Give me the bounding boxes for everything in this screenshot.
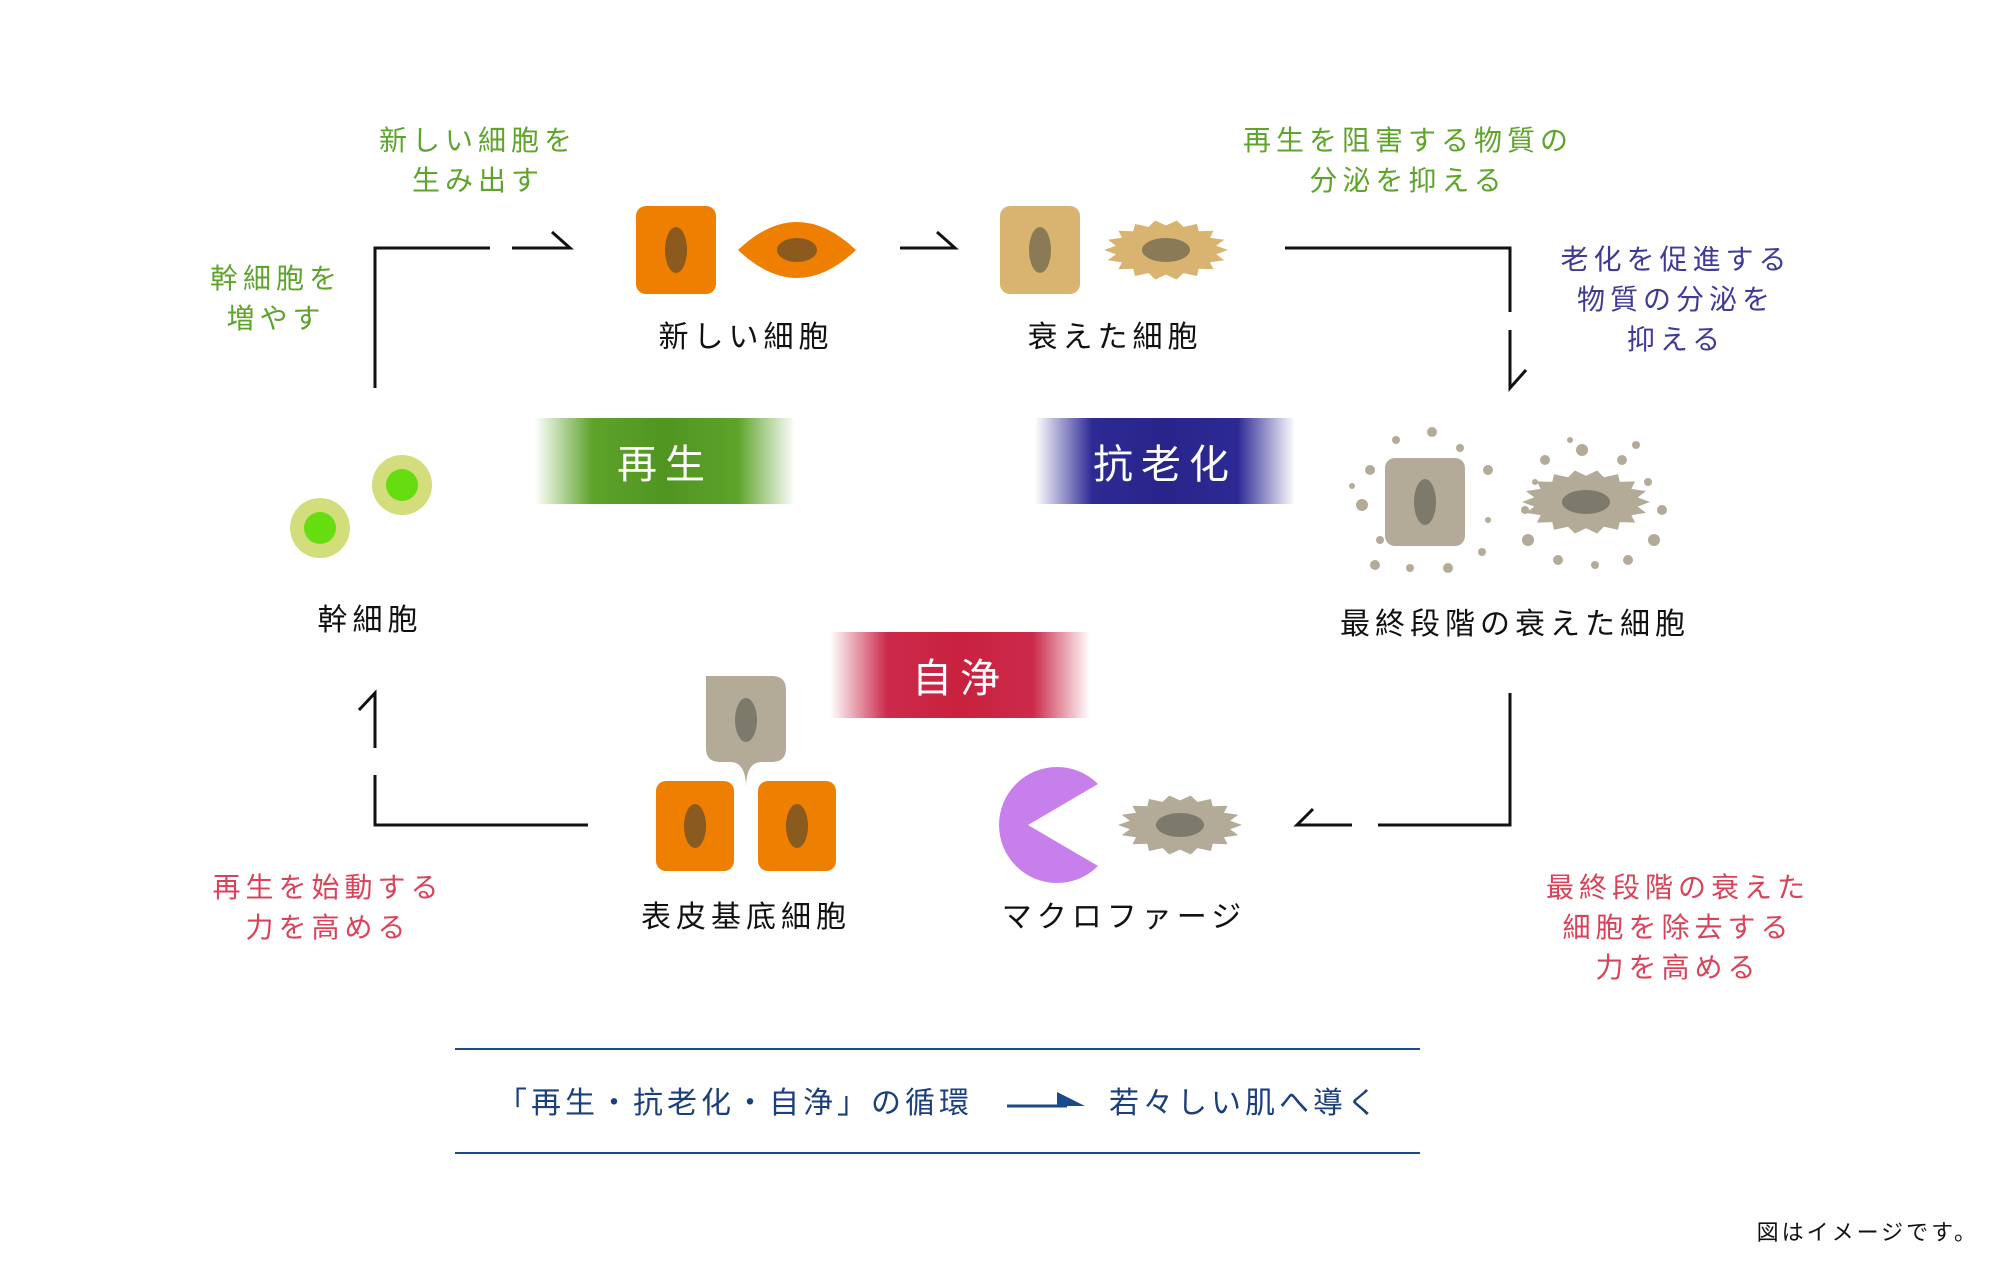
particle-dot — [1376, 536, 1384, 544]
note-remove-final: 最終段階の衰えた細胞を除去する力を高める — [1545, 871, 1811, 984]
particle-dot — [1356, 499, 1368, 511]
particle-dot — [1532, 479, 1538, 485]
cycle-line-aged-to-final — [1285, 246, 1512, 312]
image-caption: 図はイメージです。 — [1756, 1221, 1979, 1246]
cycle-arrow-to-new — [512, 230, 574, 250]
note-produce-new: 新しい細胞を生み出す — [378, 124, 578, 197]
particle-dot — [1427, 427, 1437, 437]
particle-dot — [1567, 437, 1573, 443]
stem-cell-label: 幹細胞 — [317, 603, 423, 638]
particle-dot — [1553, 555, 1563, 565]
footer-bottom-rule — [455, 1152, 1420, 1154]
aged-cell-icon — [1000, 206, 1228, 294]
particle-dot — [1521, 506, 1529, 514]
particle-dot — [1657, 505, 1667, 515]
note-suppress-inhibit: 再生を阻害する物質の分泌を抑える — [1242, 124, 1574, 197]
cycle-line-stem-to-new — [373, 246, 490, 388]
final-aged-cell-icon — [1349, 427, 1667, 573]
note-start-regen: 再生を始動する力を高める — [212, 871, 444, 944]
regeneration-band: 再生 — [535, 418, 795, 504]
aged-cell-label: 衰えた細胞 — [1027, 320, 1203, 355]
particle-dot — [1617, 455, 1627, 465]
note-suppress-aging: 老化を促進する物質の分泌を抑える — [1560, 243, 1792, 356]
new-cell-icon — [636, 206, 856, 294]
footer-top-rule — [455, 1048, 1420, 1050]
cycle-arrow-to-aged — [900, 230, 959, 250]
stem-cells-icon — [290, 455, 432, 558]
particle-dot — [1522, 534, 1534, 546]
particle-dot — [1349, 483, 1355, 489]
particle-dot — [1591, 561, 1599, 569]
cycle-line-basal-to-stem — [373, 775, 588, 827]
footer-message: 「再生・抗老化・自浄」の循環 若々しい肌へ導く — [497, 1078, 1381, 1122]
particle-dot — [1392, 436, 1400, 444]
particle-dot — [1478, 548, 1486, 556]
cycle-arrow-to-stem — [357, 689, 377, 748]
cycle-arrow-to-final — [1508, 330, 1528, 392]
particle-dot — [1540, 455, 1550, 465]
footer-left-text: 「再生・抗老化・自浄」の循環 — [497, 1086, 973, 1121]
cycle-arrow-to-macrophage — [1293, 807, 1352, 827]
particle-dot — [1632, 441, 1640, 449]
basal-cell-icon — [656, 676, 836, 871]
particle-dot — [1406, 564, 1414, 572]
particle-dot — [1485, 517, 1491, 523]
self-cleaning-band: 自浄 — [830, 632, 1090, 718]
note-increase-stem: 幹細胞を増やす — [209, 262, 343, 335]
macrophage-label: マクロファージ — [1001, 900, 1247, 935]
arrow-right-icon — [1007, 1092, 1085, 1108]
particle-dot — [1456, 444, 1464, 452]
particle-dot — [1576, 444, 1588, 456]
final-aged-cell-label: 最終段階の衰えた細胞 — [1340, 607, 1690, 642]
particle-dot — [1365, 465, 1375, 475]
particle-dot — [1370, 560, 1380, 570]
footer-right-text: 若々しい肌へ導く — [1109, 1086, 1381, 1121]
particle-dot — [1648, 534, 1660, 546]
particle-dot — [1443, 563, 1453, 573]
basal-cell-label: 表皮基底細胞 — [641, 900, 851, 935]
anti-aging-band: 抗老化 — [1035, 418, 1295, 504]
particle-dot — [1483, 465, 1493, 475]
particle-dot — [1623, 555, 1633, 565]
cycle-line-final-to-macrophage — [1378, 693, 1512, 827]
new-cell-label: 新しい細胞 — [658, 320, 834, 355]
particle-dot — [1644, 478, 1652, 486]
macrophage-icon — [999, 767, 1242, 883]
